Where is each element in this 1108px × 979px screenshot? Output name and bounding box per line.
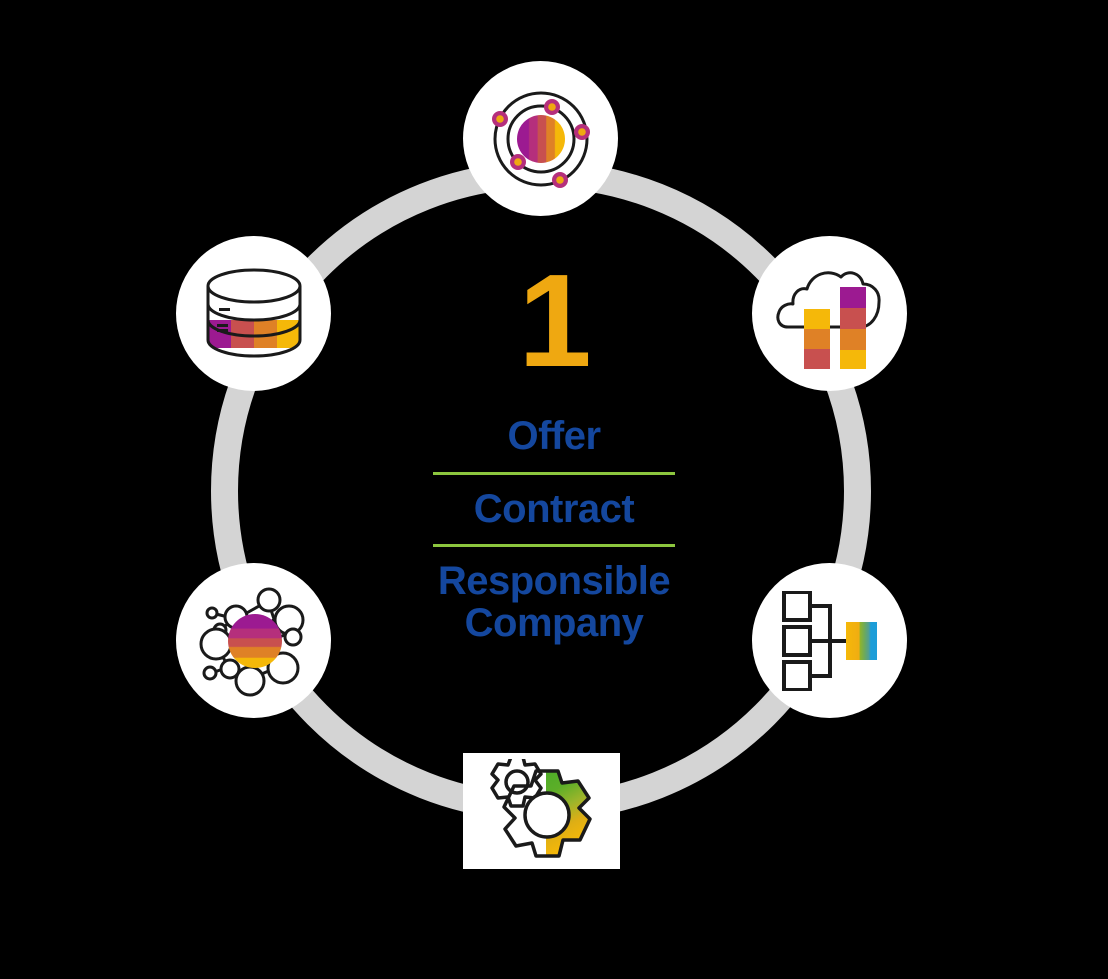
node-atom[interactable]: [463, 61, 618, 216]
label-contract: Contract: [473, 487, 635, 532]
node-database[interactable]: [176, 236, 331, 391]
label-company: Company: [464, 600, 644, 645]
center-text-stack: 1 Offer Contract Responsible Company: [0, 247, 1108, 645]
atom-icon: [491, 91, 590, 188]
node-hierarchy[interactable]: [752, 563, 907, 718]
database-icon: [206, 268, 301, 357]
label-offer: Offer: [507, 414, 601, 459]
label-responsible: Responsible: [437, 559, 671, 604]
cloud-chart-icon: [775, 270, 881, 369]
network-nodes-icon: [199, 587, 304, 696]
gears-icon: [489, 759, 592, 858]
step-number: 1: [518, 247, 591, 394]
node-network[interactable]: [176, 563, 331, 718]
node-gears[interactable]: [463, 753, 620, 869]
org-chart-icon: [781, 590, 877, 691]
divider-2: [433, 544, 675, 548]
node-cloud[interactable]: [752, 236, 907, 391]
divider-1: [433, 472, 675, 476]
